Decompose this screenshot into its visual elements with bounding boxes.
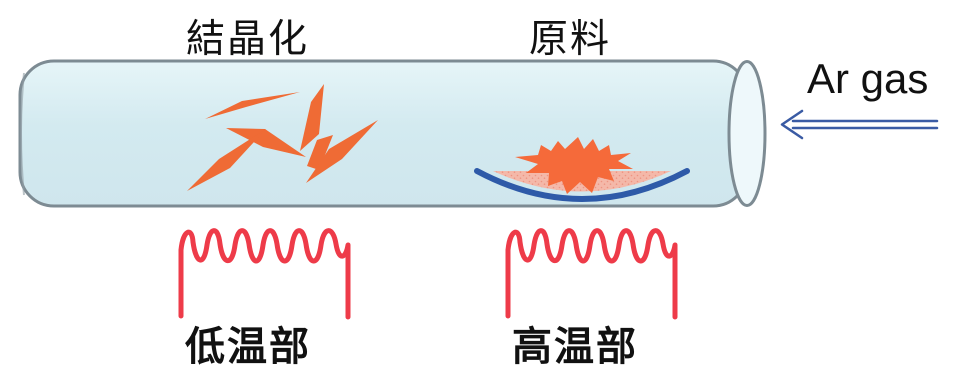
gas-flow-arrow-icon xyxy=(780,109,939,140)
high-temperature-heater-icon xyxy=(505,228,678,320)
low-temperature-heater-icon xyxy=(178,228,351,320)
raw-material-boat-icon xyxy=(474,137,690,202)
raw-material-label: 原料 xyxy=(529,17,612,62)
low-temperature-zone-label: 低温部 xyxy=(185,324,311,370)
crystal-shards-icon xyxy=(187,84,378,191)
crystallization-label: 結晶化 xyxy=(186,17,310,62)
argon-gas-label: Ar gas xyxy=(807,55,929,102)
high-temperature-zone-label: 高温部 xyxy=(512,324,638,370)
